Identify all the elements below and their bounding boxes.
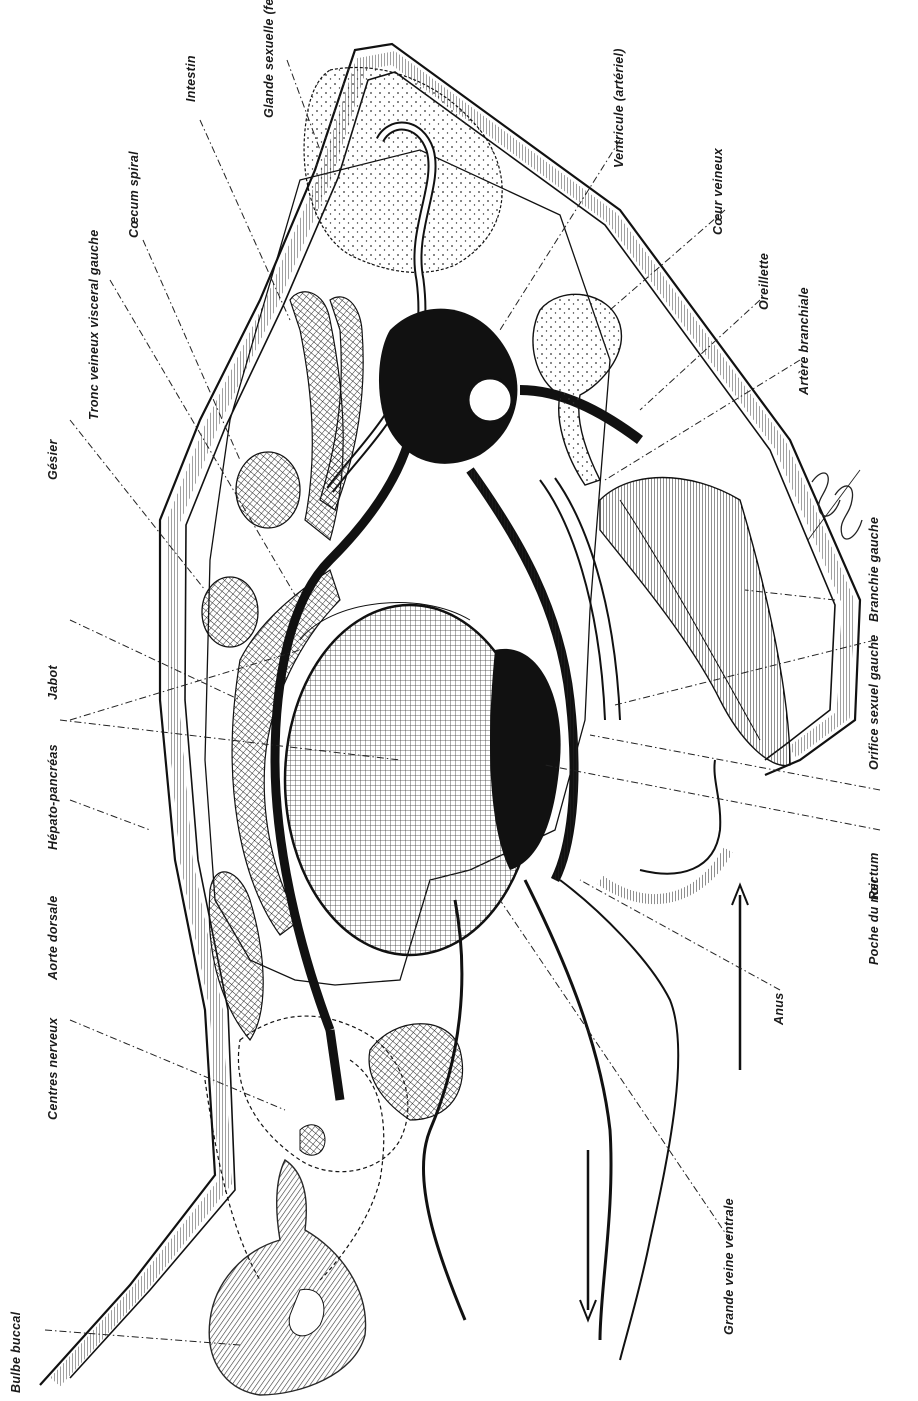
gill — [600, 478, 790, 766]
label-aorte-dorsale: Aorte dorsale — [46, 896, 60, 981]
label-tronc-veineux: Tronc veineux visceral gauche — [87, 230, 101, 421]
ink-sac — [490, 649, 561, 870]
label-orifice-sexuel: Orifice sexuel gauche — [867, 634, 881, 770]
label-jabot: Jabot — [46, 665, 60, 700]
label-intestin: Intestin — [184, 55, 198, 102]
label-anus: Anus — [772, 993, 786, 1026]
gonad — [304, 68, 502, 273]
label-caecum-spiral: Cœcum spiral — [127, 151, 141, 238]
label-bulbe-buccal: Bulbe buccal — [9, 1311, 23, 1393]
signature — [808, 470, 862, 540]
caecum-spiral — [290, 292, 363, 540]
label-gesier: Gésier — [46, 438, 60, 480]
label-poche-du-noir: Poche du noir — [867, 877, 881, 965]
label-ventricule: Ventricule (artériel) — [612, 48, 626, 168]
label-hepato-pancreas: Hépato-pancréas — [46, 744, 60, 850]
label-branchie-gauche: Branchie gauche — [867, 517, 881, 622]
label-oreillette: Oreillette — [757, 253, 771, 310]
label-glande-sexuelle: Glande sexuelle (femelle) — [262, 0, 276, 118]
label-coeur-veineux: Cœur veineux — [711, 147, 725, 235]
buccal-bulb — [209, 1160, 365, 1395]
label-grande-veine-ventrale: Grande veine ventrale — [722, 1198, 736, 1335]
label-centres-nerveux: Centres nerveux — [46, 1017, 60, 1120]
label-artere-branchiale: Artère branchiale — [797, 287, 811, 396]
